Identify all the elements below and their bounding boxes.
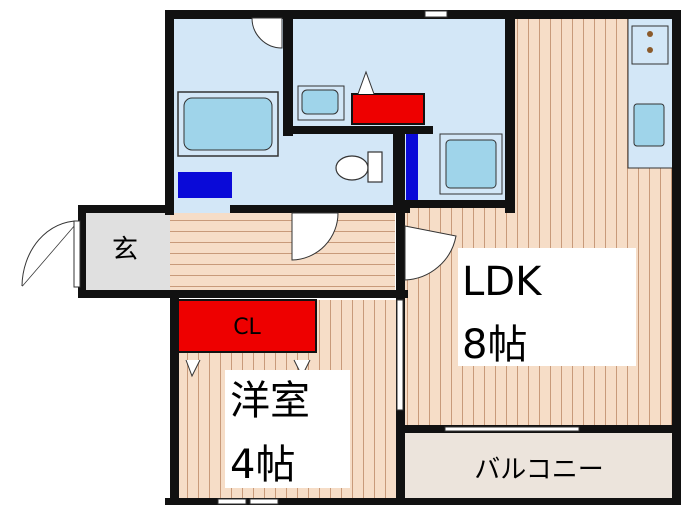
- closet-label: CL: [233, 315, 261, 340]
- ldk-name: LDK: [462, 259, 543, 305]
- balcony-label: バルコニー: [474, 455, 603, 485]
- front-door-swing: [21, 220, 79, 287]
- western-room-label-box: [225, 370, 350, 488]
- window: [217, 498, 247, 505]
- partition-wall: [283, 18, 293, 136]
- entrance-floor: [82, 205, 170, 293]
- toilet-storage: [406, 134, 418, 204]
- door-swing-icon: [251, 17, 283, 49]
- ldk-label-box: [458, 248, 636, 366]
- toilet-tank: [367, 151, 383, 183]
- washbasin-bowl: [301, 89, 339, 115]
- door-swing-icon: [404, 225, 457, 281]
- closet: [177, 299, 317, 353]
- hallway-floor: [170, 213, 395, 293]
- door-swing-icon: [291, 212, 339, 261]
- toilet-icon: [335, 155, 369, 181]
- stove-burner-icon: [647, 31, 653, 37]
- stove-burner-icon: [647, 47, 653, 53]
- balcony-floor: [405, 432, 673, 500]
- western-room-name: 洋室: [230, 378, 310, 424]
- washing-machine-drain: [445, 139, 497, 189]
- western-room-size: 4帖: [230, 442, 295, 488]
- ldk-size: 8帖: [462, 322, 527, 368]
- entrance-label: 玄: [112, 235, 138, 265]
- bathtub-basin: [183, 97, 273, 151]
- balcony-window: [444, 426, 580, 432]
- storage-door-icon: [357, 70, 375, 95]
- closet-door-icon: [185, 359, 201, 378]
- window: [424, 10, 448, 18]
- sink-icon: [633, 103, 665, 147]
- partition-wall: [283, 126, 433, 134]
- shoe-cabinet: [178, 172, 232, 198]
- front-door-leaf: [73, 220, 81, 288]
- sliding-door: [396, 299, 404, 411]
- linen-storage: [351, 93, 425, 125]
- window: [249, 498, 279, 505]
